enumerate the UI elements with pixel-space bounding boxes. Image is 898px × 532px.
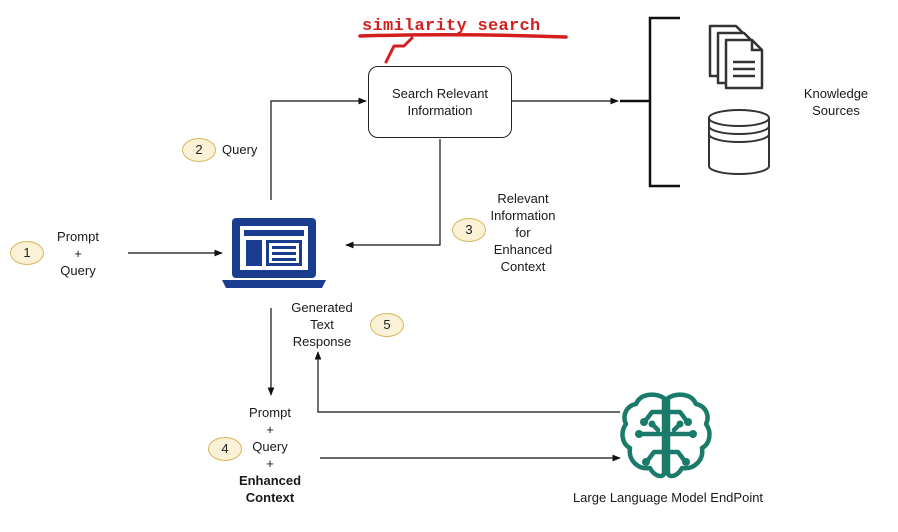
step-3-line: Context xyxy=(500,259,546,274)
documents-icon xyxy=(708,24,764,90)
knowledge-line-1: Knowledge xyxy=(803,86,869,101)
step-3-label: Relevant Information for Enhanced Contex… xyxy=(482,190,564,275)
step-3-line: Relevant xyxy=(497,191,549,206)
database-icon xyxy=(708,109,770,175)
step-5-badge: 5 xyxy=(370,313,404,337)
annotation-underline xyxy=(358,32,568,39)
step-1-line: Query xyxy=(60,263,96,278)
knowledge-sources-label: Knowledge Sources xyxy=(796,85,876,119)
brain-circuit-icon xyxy=(620,392,712,479)
similarity-search-annotation: similarity search xyxy=(362,17,541,36)
search-box-line-2: Information xyxy=(407,103,473,118)
knowledge-bracket xyxy=(620,16,680,188)
step-3-badge: 3 xyxy=(452,218,486,242)
step-1-badge: 1 xyxy=(10,241,44,265)
step-2-label: Query xyxy=(222,142,258,157)
llm-endpoint-label: Large Language Model EndPoint xyxy=(572,490,764,505)
step-5-line: Text xyxy=(310,317,334,332)
step-4-line: Prompt xyxy=(249,405,291,420)
step-4-line: Query xyxy=(252,439,288,454)
arrow-relevant-info xyxy=(345,139,441,249)
step-4-line: Context xyxy=(245,490,295,505)
step-5-line: Response xyxy=(292,334,352,349)
step-1-line: Prompt xyxy=(57,229,99,244)
laptop-icon xyxy=(222,218,326,288)
step-4-line: + xyxy=(266,422,274,437)
arrow-response xyxy=(314,351,620,413)
search-box-line-1: Search Relevant xyxy=(391,86,489,101)
step-4-badge: 4 xyxy=(208,437,242,461)
knowledge-line-2: Sources xyxy=(812,103,860,118)
step-3-line: for xyxy=(515,225,531,240)
step-4-line: + xyxy=(266,456,274,471)
step-1-line: + xyxy=(74,246,82,261)
step-4-line: Enhanced xyxy=(238,473,302,488)
step-2-badge: 2 xyxy=(182,138,216,162)
arrow-query xyxy=(270,97,367,200)
step-4-label: Prompt + Query + Enhanced Context xyxy=(230,404,310,506)
step-5-line: Generated xyxy=(291,300,353,315)
step-1-label: Prompt + Query xyxy=(48,228,108,279)
step-3-line: Information xyxy=(490,208,556,223)
annotation-pointer xyxy=(384,36,414,64)
step-3-line: Enhanced xyxy=(493,242,553,257)
search-relevant-information-box: Search Relevant Information xyxy=(368,66,512,138)
step-5-label: Generated Text Response xyxy=(282,299,362,350)
